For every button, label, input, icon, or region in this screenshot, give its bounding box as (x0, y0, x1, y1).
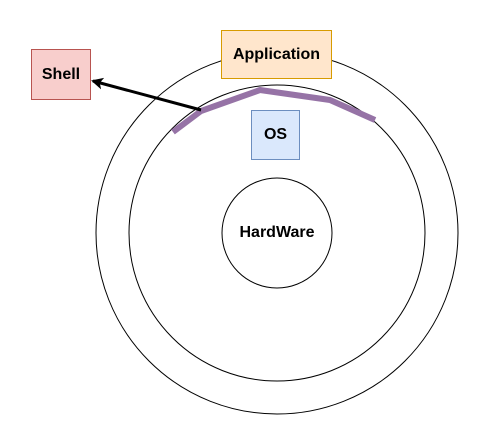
os-box: OS (251, 110, 300, 160)
shell-arrow (91, 77, 202, 112)
middle-ring-os (128, 84, 426, 382)
application-label: Application (232, 45, 321, 63)
inner-circle-hardware (221, 177, 333, 289)
shell-box: Shell (31, 49, 91, 100)
shell-layer-curve (171, 87, 377, 135)
application-box: Application (221, 30, 332, 79)
os-label: OS (263, 126, 288, 143)
hardware-label-wrap: HardWare (222, 178, 332, 288)
shell-label: Shell (41, 65, 81, 83)
hardware-label: HardWare (239, 224, 315, 241)
